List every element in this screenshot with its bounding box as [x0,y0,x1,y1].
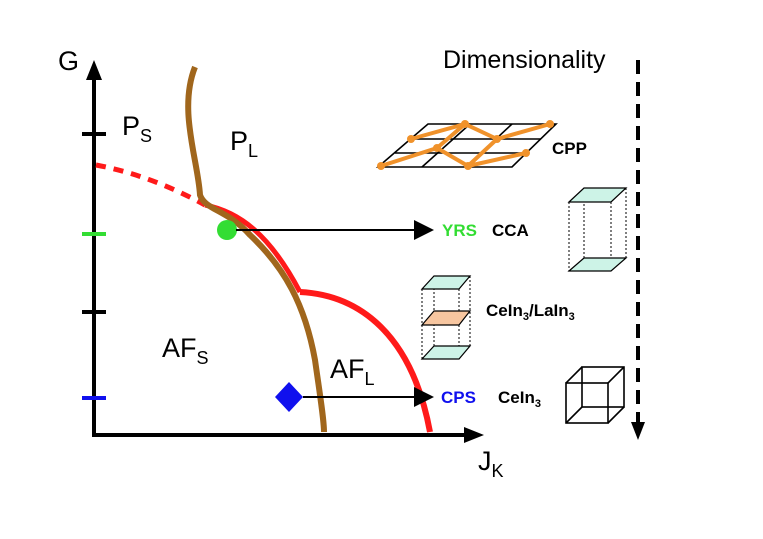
region-afs-label: AFS [162,333,209,368]
cein3-label: CeIn3 [498,388,541,410]
cca-label: CCA [492,221,529,240]
dimensionality-label: Dimensionality [443,46,606,74]
region-pl-label: PL [230,126,258,161]
y-axis-label: G [58,46,79,76]
cein3-lain3-stack-icon [420,275,472,360]
region-afl-label: AFL [330,354,375,389]
x-axis [92,427,484,443]
blue-diamond-icon [275,382,303,412]
red-dotted-boundary [95,162,207,208]
cpp-lattice-icon [375,120,558,170]
green-circle-icon [217,220,237,240]
cpp-label: CPP [552,139,587,158]
brown-boundary-curve [185,65,327,433]
x-axis-label: JK [478,446,504,481]
cein3-cube-icon [565,366,625,424]
cps-label: CPS [441,388,476,407]
yrs-label: YRS [442,221,477,240]
region-ps-label: PS [122,111,152,146]
y-axis [86,60,102,435]
dimensionality-dashed-arrow [631,60,645,440]
cein3-lain3-label: CeIn3/LaIn3 [486,301,575,323]
cca-prism-icon [567,187,628,272]
